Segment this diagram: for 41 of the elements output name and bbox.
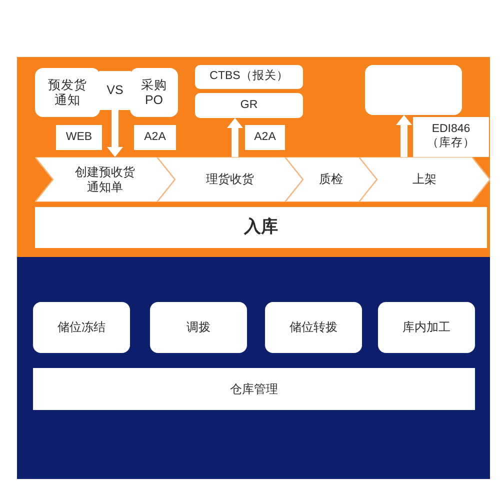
step-label: 质检 xyxy=(319,172,343,187)
node-label: 入库 xyxy=(244,217,278,238)
process-step xyxy=(35,157,175,202)
node-label: 储位冻结 xyxy=(58,320,106,335)
function-box xyxy=(150,302,247,353)
process-step xyxy=(285,157,377,202)
function-box xyxy=(378,302,475,353)
node-label: 库内加工 xyxy=(402,320,450,335)
system-box xyxy=(365,65,462,115)
channel-box xyxy=(56,125,102,150)
stage-bar xyxy=(33,368,475,410)
function-box xyxy=(265,302,362,353)
node-label: EDI846（库存） xyxy=(426,123,476,151)
node-label: 预发货通知 xyxy=(48,78,88,108)
channel-box xyxy=(134,125,176,150)
node-label: 仓库管理 xyxy=(230,382,278,396)
node-label: 采购PO xyxy=(140,78,168,108)
step-label: 理货收货 xyxy=(206,172,254,187)
arrow xyxy=(227,118,243,157)
order-box xyxy=(130,68,178,117)
function-box xyxy=(33,302,130,353)
system-box xyxy=(195,93,303,118)
process-step xyxy=(359,157,490,202)
stage-bar xyxy=(35,207,487,248)
node-label: WEB xyxy=(66,130,92,144)
node-label: 储位转拨 xyxy=(290,320,338,335)
arrow xyxy=(107,110,123,157)
node-label: CTBS（报关） xyxy=(210,70,288,84)
node-label: A2A xyxy=(254,130,276,144)
system-box xyxy=(195,65,303,89)
arrow xyxy=(396,115,412,157)
node-label: 调拨 xyxy=(186,320,210,335)
process-step xyxy=(157,157,303,202)
node-label: VS xyxy=(106,83,124,98)
node-label: GR xyxy=(240,98,258,112)
channel-box xyxy=(245,125,285,150)
message-box xyxy=(413,117,489,157)
notice-box xyxy=(35,68,100,117)
step-label: 创建预收货通知单 xyxy=(74,165,136,194)
node-label: A2A xyxy=(144,130,166,144)
step-label: 上架 xyxy=(412,172,436,187)
